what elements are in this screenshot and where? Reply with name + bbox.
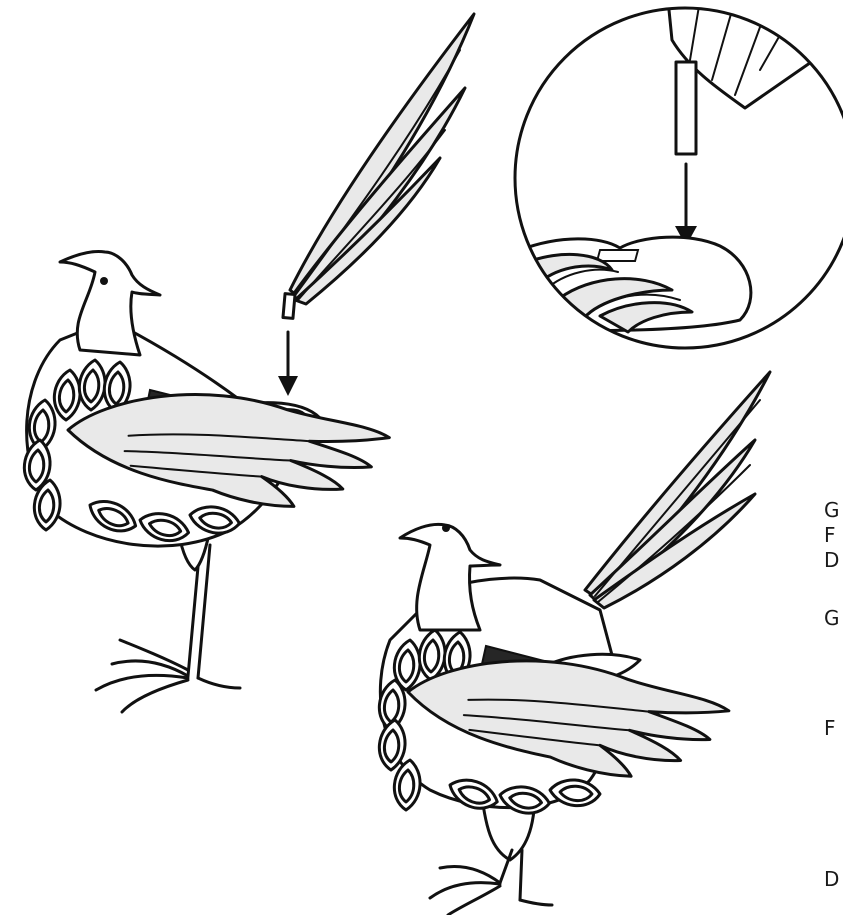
arrow-down-icon <box>278 332 298 396</box>
edge-label: D <box>824 550 839 570</box>
bird-right <box>379 372 770 915</box>
edge-label: F <box>824 718 836 738</box>
edge-label: G <box>824 608 840 628</box>
edge-label: F <box>824 525 836 545</box>
bird-left <box>24 252 393 712</box>
edge-label: G <box>824 500 840 520</box>
tail-feather-bundle <box>283 14 474 318</box>
edge-label: D <box>824 869 839 889</box>
detail-zoom-circle <box>515 0 843 348</box>
